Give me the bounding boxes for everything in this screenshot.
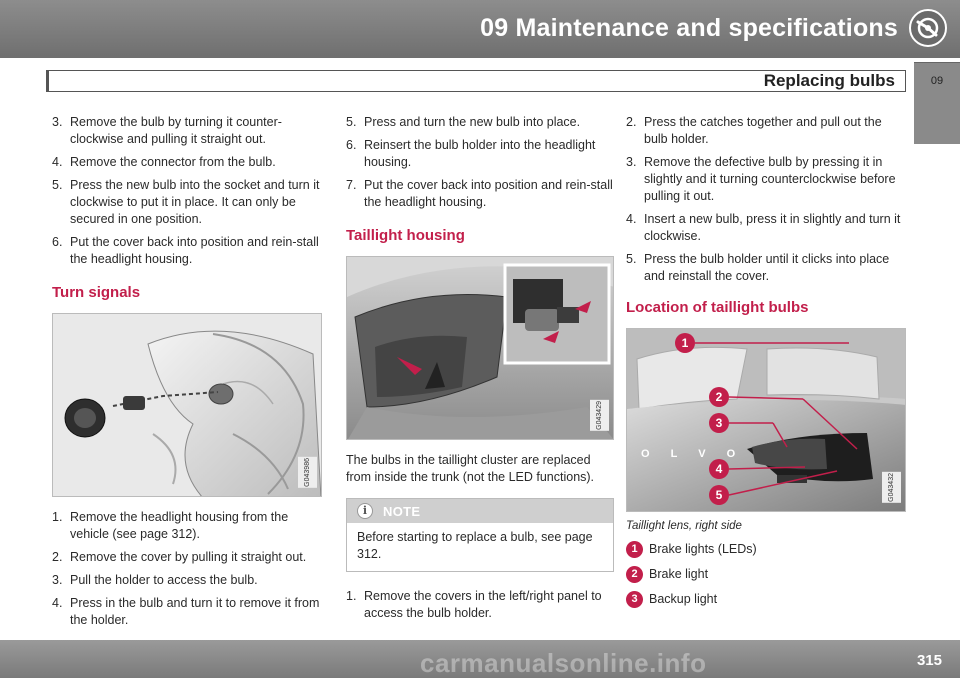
maintenance-icon [908,8,948,48]
section-bar: Replacing bulbs [46,70,906,92]
legend-text: Brake lights (LEDs) [649,542,757,556]
list-item: 1.Remove the headlight housing from the … [52,510,289,541]
badge-lettering: O L V O [641,448,744,460]
watermark: carmanualsonline.info [420,648,707,678]
paragraph: The bulbs in the taillight cluster are r… [346,453,595,484]
note-box: i NOTE Before starting to replace a bulb… [346,498,614,572]
column-left: 3.Remove the bulb by turning it counter-… [52,114,324,635]
callout-2: 2 [709,387,729,407]
taillight-housing-figure: G043429 [346,256,614,440]
list-item: 2.Press the catches together and pull ou… [626,115,882,146]
legend-text: Brake light [649,567,709,581]
page-number: 315 [916,652,942,669]
page-header: 09 Maintenance and specifications Replac… [0,0,960,100]
legend-number: 1 [626,541,643,558]
legend-item: 1 Brake lights (LEDs) [626,541,908,558]
chapter-tab: 09 [914,62,960,144]
steps-list: 2.Press the catches together and pull ou… [626,114,908,285]
steps-list: 1.Remove the headlight housing from the … [52,509,324,629]
figure-code: G043986 [298,457,317,488]
list-item: 4.Insert a new bulb, press it in slightl… [626,212,901,243]
figure-code: G043432 [882,472,901,503]
chapter-title: 09 Maintenance and specifications [480,14,898,42]
note-body: Before starting to replace a bulb, see p… [357,530,593,561]
list-item: 5.Press the new bulb into the socket and… [52,178,320,226]
list-item: 3.Pull the holder to access the bulb. [52,573,258,587]
svg-text:5: 5 [716,488,723,502]
heading-location-taillight-bulbs: Location of taillight bulbs [626,299,809,316]
steps-list: 1.Remove the covers in the left/right pa… [346,588,614,622]
page-footer: carmanualsonline.info 315 [0,640,960,678]
figure-caption: Taillight lens, right side [626,520,742,532]
column-right: 2.Press the catches together and pull ou… [626,114,908,608]
list-item: 3.Remove the bulb by turning it counter-… [52,115,282,146]
turn-signal-figure: G043986 [52,313,322,497]
svg-text:3: 3 [716,416,723,430]
taillight-location-figure: O L V O 1 2 3 4 5 G043432 [626,328,906,512]
svg-text:2: 2 [716,390,723,404]
svg-text:4: 4 [716,462,723,476]
chapter-tab-label: 09 [930,75,944,87]
note-title: NOTE [383,504,421,519]
callout-4: 4 [709,459,729,479]
car-rear-illustration: O L V O 1 2 3 4 5 [627,329,905,511]
steps-list: 5.Press and turn the new bulb into place… [346,114,614,211]
list-item: 1.Remove the covers in the left/right pa… [346,589,602,620]
steps-list: 3.Remove the bulb by turning it counter-… [52,114,324,268]
heading-taillight-housing: Taillight housing [346,227,465,244]
list-item: 6.Put the cover back into position and r… [52,235,319,266]
callout-1: 1 [675,333,695,353]
callout-3: 3 [709,413,729,433]
legend-item: 2 Brake light [626,566,908,583]
list-item: 6.Reinsert the bulb holder into the head… [346,138,596,169]
note-header: i NOTE [347,499,613,523]
legend-item: 3 Backup light [626,591,908,608]
header-band [0,0,960,58]
list-item: 4.Remove the connector from the bulb. [52,155,276,169]
list-item: 7.Put the cover back into position and r… [346,178,613,209]
legend-number: 2 [626,566,643,583]
column-middle: 5.Press and turn the new bulb into place… [346,114,614,628]
legend-text: Backup light [649,592,718,606]
list-item: 5.Press the bulb holder until it clicks … [626,252,890,283]
list-item: 4.Press in the bulb and turn it to remov… [52,596,320,627]
section-title: Replacing bulbs [763,71,895,90]
figure-code: G043429 [590,400,609,431]
svg-text:1: 1 [682,336,689,350]
list-item: 2.Remove the cover by pulling it straigh… [52,550,307,564]
heading-turn-signals: Turn signals [52,284,141,301]
callout-5: 5 [709,485,729,505]
turn-signal-illustration [53,314,321,496]
trunk-illustration [347,257,613,439]
legend-number: 3 [626,591,643,608]
list-item: 3.Remove the defective bulb by pressing … [626,155,896,203]
info-icon: i [357,503,373,519]
arrow-icon [397,357,422,375]
list-item: 5.Press and turn the new bulb into place… [346,115,581,129]
